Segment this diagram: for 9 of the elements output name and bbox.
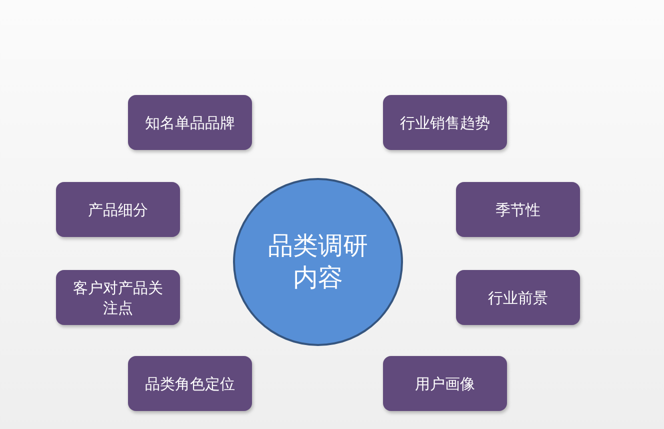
topic-box: 品类角色定位 [128,356,252,411]
topic-circle: 品类调研内容 [233,178,403,346]
topic-box: 客户对产品关注点 [56,270,180,325]
topic-box: 行业前景 [456,270,580,325]
topic-box: 知名单品品牌 [128,95,252,150]
topic-box: 用户画像 [383,356,507,411]
topic-box: 产品细分 [56,182,180,237]
topic-box: 季节性 [456,182,580,237]
topic-box: 行业销售趋势 [383,95,507,150]
